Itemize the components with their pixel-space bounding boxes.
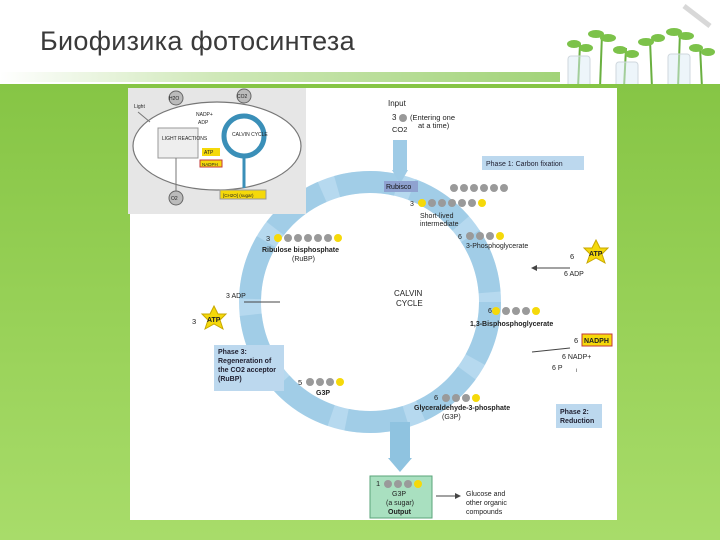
co2-molecule [399,114,407,122]
calvin-cycle-diagram: Input 3 (Entering one at a time) CO2 Pha… [192,99,613,519]
nadph-count: 6 [574,336,578,345]
short-lived-label-1: Short-lived [420,213,454,220]
g3p6-label-2: (G3P) [442,414,461,421]
plant-seedlings-illustration [560,4,720,88]
inset-calvin: CALVIN CYCLE [232,132,268,138]
short-lived-label-2: intermediate [420,221,459,228]
inset-sugar: [CH2O] (sugar) [223,193,254,198]
phase1-label: Phase 1: Carbon fixation [486,161,563,168]
rubp-count: 3 [266,234,270,243]
out-count: 1 [376,479,380,488]
input-count: 3 [392,113,397,122]
calvin-label-1: CALVIN [394,289,423,298]
glucose-label-2: other organic [466,500,507,507]
phase3-box [214,345,284,391]
short-count: 3 [410,201,414,208]
adp6-label: 6 ADP [564,271,584,278]
glucose-label-3: compounds [466,509,503,516]
rubp-label-2: (RuBP) [292,256,315,263]
phase1-box [482,156,584,170]
pi-subscript: i [576,368,577,374]
rubp-label-1: Ribulose bisphosphate [262,247,339,254]
rubisco-box [384,181,418,192]
atp3-count: 3 [192,317,196,326]
inset-light-reactions: LIGHT REACTIONS [162,136,208,142]
pga-label: 3-Phosphoglycerate [466,243,528,250]
phase3-label-4: (RuBP) [218,376,242,383]
adp3-label: 3 ADP [226,293,246,300]
nadph-box [581,333,613,347]
entering-label-2: at a time) [418,121,450,130]
inset-nadph: NADPH [202,162,218,167]
atp-star-right [582,238,610,265]
slide-title: Биофизика фотосинтеза [40,26,355,56]
calvin-label-2: CYCLE [396,299,423,308]
phase2-label-2: Reduction [560,418,594,425]
inset-h2o: H2O [169,96,179,102]
chloroplast-overview-inset: H2O CO2 Light LIGHT REACTIONS NADP+ ADP … [128,88,306,214]
glucose-label-1: Glucose and [466,491,505,498]
out-label-1: G3P [392,491,406,498]
nadp6-label: 6 NADP+ [562,354,591,361]
out-label-2: (a sugar) [386,500,414,507]
inset-adp: ADP [198,120,209,126]
g3p5-label: G3P [316,390,330,397]
co2-label: CO2 [392,125,407,134]
phase2-label-1: Phase 2: [560,409,589,416]
input-label: Input [388,99,407,108]
g3p5-count: 5 [298,378,302,387]
out-label-3: Output [388,509,412,516]
inset-co2: CO2 [237,94,248,100]
atp6-count: 6 [570,252,574,261]
atp-label-right: ATP [589,251,603,258]
nadph-label: NADPH [584,338,609,345]
inset-atp: ATP [204,150,214,156]
header-stripe [0,72,720,82]
rubisco-label: Rubisco [386,184,411,191]
atp-star-left [200,304,228,331]
phase3-label-3: the CO2 acceptor [218,367,276,374]
inset-light: Light [134,104,145,110]
short-lived-chain: 3 [410,199,486,208]
pga-count: 6 [458,234,462,241]
chloroplast-diagram: H2O CO2 Light LIGHT REACTIONS NADP+ ADP … [132,88,302,206]
phase3-label-1: Phase 3: [218,349,247,356]
inset-nadp: NADP+ [196,112,213,118]
output-arrow [388,458,412,472]
bpg-label: 1,3-Bisphosphoglycerate [470,321,553,328]
atp-label-left: ATP [207,317,221,324]
bpg-count: 6 [488,308,492,315]
g3p6-count: 6 [434,393,438,402]
phase2-box [556,404,602,428]
entering-label-1: (Entering one [410,113,455,122]
pi6-label: 6 P [552,365,563,372]
g3p6-label-1: Glyceraldehyde-3-phosphate [414,405,510,412]
phase3-label-2: Regeneration of [218,358,272,365]
inset-o2: O2 [171,196,178,202]
